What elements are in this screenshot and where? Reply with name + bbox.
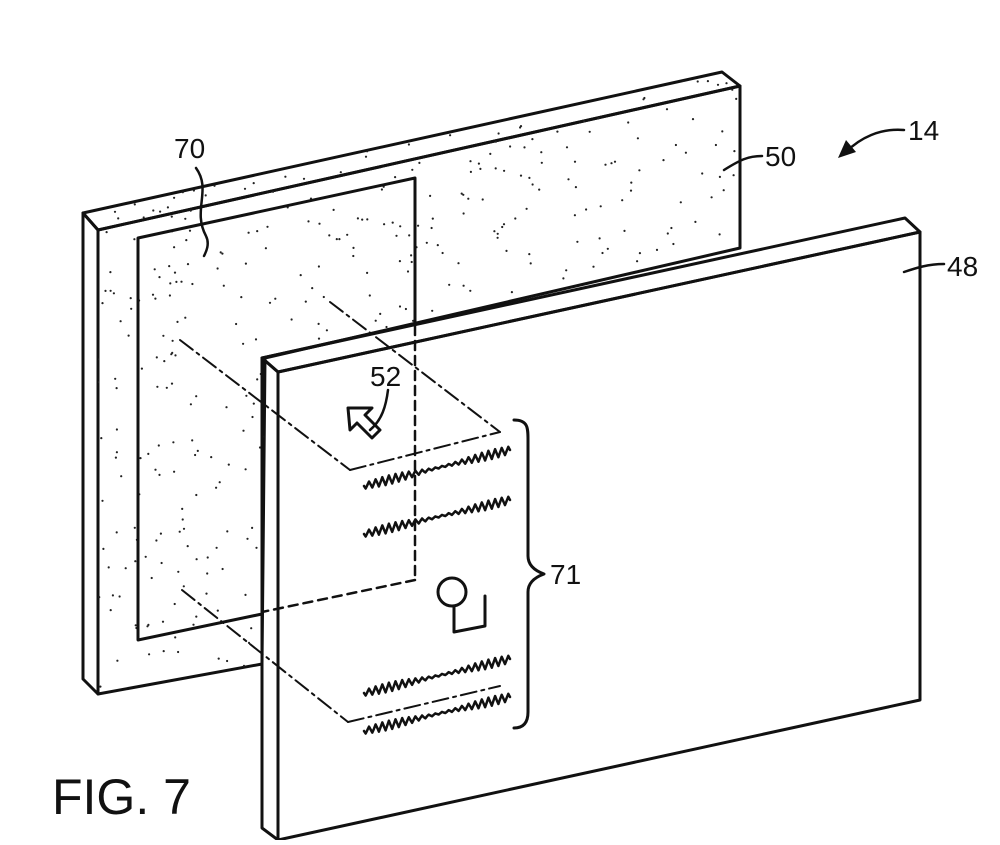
- leader-48: [902, 262, 946, 274]
- label-viewing-direction: 52: [370, 361, 401, 392]
- label-assembly: 14: [908, 115, 939, 146]
- figure-caption: FIG. 7: [52, 769, 191, 825]
- front-panel: [260, 216, 922, 842]
- label-rear-panel: 50: [765, 141, 796, 172]
- rear-panel-stipple: [98, 79, 738, 694]
- keyhole-symbol: [436, 576, 487, 634]
- squiggle-line: [362, 692, 512, 735]
- pattern-brace: [512, 418, 546, 730]
- label-pattern-group: 71: [550, 559, 581, 590]
- projection-lines: [179, 301, 501, 723]
- arrowhead-14: [838, 140, 856, 158]
- leader-52: [368, 388, 390, 432]
- view-arrow: [346, 406, 382, 440]
- label-front-panel: 48: [947, 251, 978, 282]
- leader-14: [844, 128, 906, 154]
- squiggle-line: [362, 445, 512, 490]
- leader-70: [194, 166, 209, 258]
- label-inner-window: 70: [174, 133, 205, 164]
- leader-50: [722, 154, 764, 172]
- leader-lines: [194, 128, 946, 432]
- squiggle-line: [362, 654, 512, 697]
- pattern-group: [362, 418, 546, 735]
- rear-panel: [81, 70, 742, 696]
- squiggle-line: [362, 495, 512, 538]
